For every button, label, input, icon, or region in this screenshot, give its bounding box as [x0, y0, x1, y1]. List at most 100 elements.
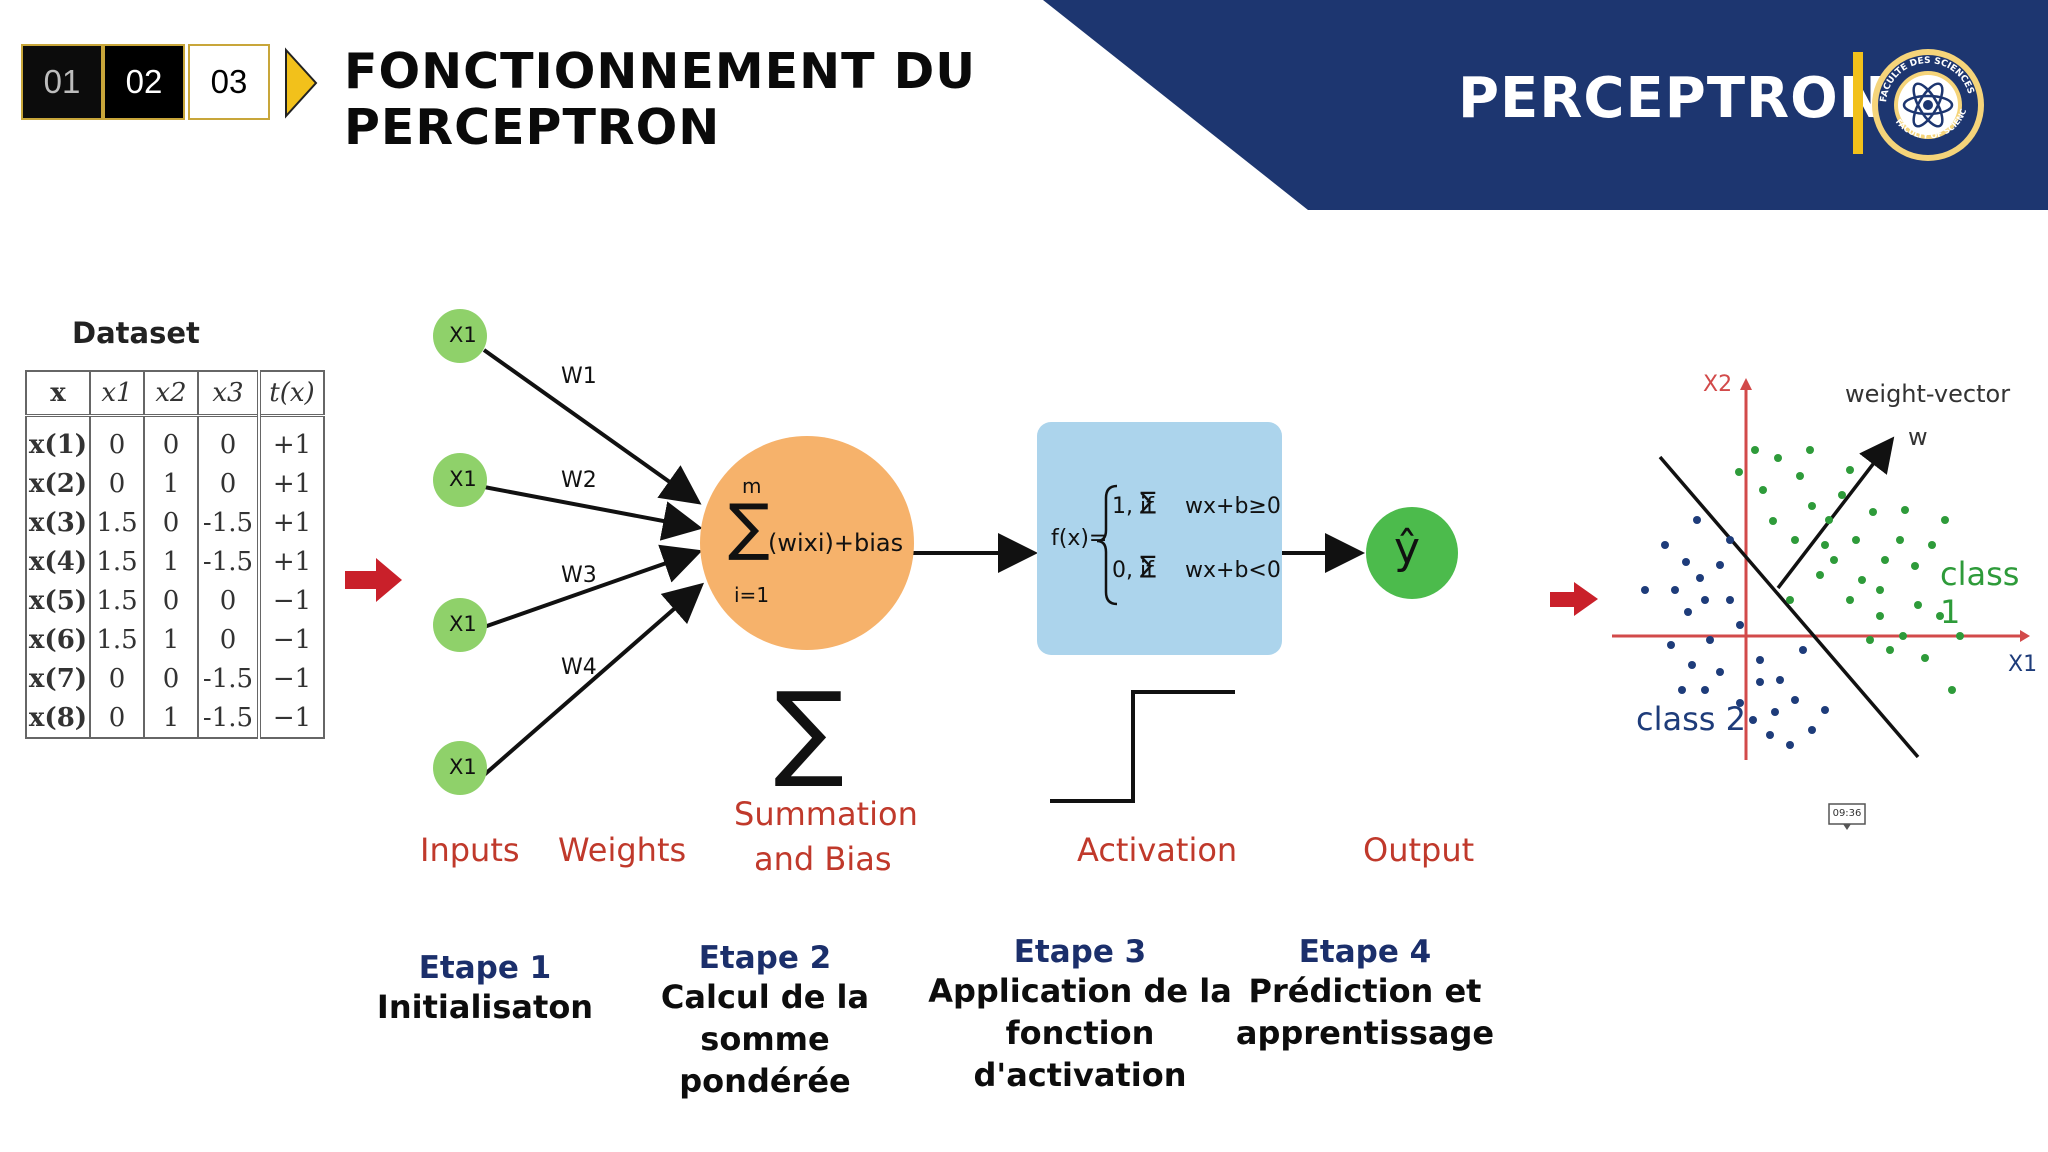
scatter-dot	[1796, 472, 1804, 480]
scatter-dot	[1846, 596, 1854, 604]
header-banner	[1043, 0, 2048, 210]
weight-vector-arrow	[1776, 436, 1895, 590]
scatter-dot	[1921, 654, 1929, 662]
scatter-dot	[1852, 536, 1860, 544]
activation-case2-rule: wx+b<0	[1185, 558, 1281, 583]
activation-sigma-icon: ∑	[1140, 487, 1156, 515]
table-row: x(4) 1.5 1 -1.5 +1	[25, 542, 325, 581]
scatter-dot	[1769, 517, 1777, 525]
dataset-cell: 1	[143, 698, 199, 739]
timestamp-badge	[1828, 803, 1866, 830]
scatter-dot	[1696, 574, 1704, 582]
x1-axis-label: X1	[2008, 652, 2038, 677]
class1-label: class 1	[1940, 555, 2020, 631]
dataset-cell: 1.5	[89, 503, 145, 542]
scatter-dot	[1821, 541, 1829, 549]
scatter-dot	[1776, 676, 1784, 684]
red-arrow-icon	[345, 558, 402, 602]
dataset-cell: +1	[257, 464, 325, 503]
scatter-dot	[1693, 516, 1701, 524]
label-activation: Activation	[1077, 831, 1238, 869]
dataset-header-cell: x2	[143, 370, 199, 417]
dataset-cell: 0	[143, 503, 199, 542]
dataset-cell: −1	[257, 659, 325, 698]
scatter-dot	[1941, 516, 1949, 524]
scatter-dot	[1816, 571, 1824, 579]
big-sigma-icon: ∑	[774, 669, 845, 791]
label-and-bias: and Bias	[754, 840, 892, 878]
dataset-header-cell: x1	[89, 370, 145, 417]
dataset-cell: 1.5	[89, 620, 145, 659]
slide-tab-03[interactable]: 03	[188, 44, 270, 120]
dataset-cell: +1	[257, 542, 325, 581]
dataset-cell: 0	[89, 464, 145, 503]
input-node	[433, 453, 487, 507]
step-function-icon	[1050, 690, 1235, 803]
dataset-cell: x(7)	[25, 659, 91, 698]
step-3: Etape 3 Application de la fonction d'act…	[920, 934, 1240, 1096]
step-2: Etape 2 Calcul de la somme pondérée	[625, 940, 905, 1102]
scatter-dot	[1956, 632, 1964, 640]
dataset-cell: x(2)	[25, 464, 91, 503]
class2-points	[1641, 516, 1829, 749]
banner-accent-bar	[1853, 52, 1863, 154]
scatter-dot	[1701, 686, 1709, 694]
dataset-cell: 0	[89, 659, 145, 698]
dataset-cell: x(4)	[25, 542, 91, 581]
class1-points	[1735, 446, 1964, 694]
scatter-dot	[1786, 741, 1794, 749]
x2-axis-label: X2	[1703, 372, 1733, 397]
weight-arrow	[482, 582, 705, 777]
dataset-cell: x(8)	[25, 698, 91, 739]
dataset-title: Dataset	[72, 316, 200, 350]
slide-tab-01[interactable]: 01	[21, 44, 103, 120]
dataset-cell: 0	[197, 464, 260, 503]
dataset-header-cell: t(x)	[257, 370, 325, 417]
scatter-dot	[1825, 516, 1833, 524]
scatter-dot	[1899, 632, 1907, 640]
input-node	[433, 741, 487, 795]
scatter-dot	[1876, 586, 1884, 594]
play-arrow-icon	[285, 47, 318, 119]
scatter-dot	[1751, 446, 1759, 454]
scatter-dot	[1688, 661, 1696, 669]
activation-lhs: f(x)=	[1051, 526, 1108, 551]
sum-lower-limit: i=1	[734, 583, 770, 607]
dataset-cell: -1.5	[197, 659, 260, 698]
weight-label: W1	[561, 364, 597, 389]
dataset-cell: -1.5	[197, 542, 260, 581]
activation-sigma-icon: ∑	[1140, 551, 1156, 579]
step-title: Etape 2	[698, 940, 832, 976]
dataset-cell: -1.5	[197, 698, 260, 739]
activation-box	[1037, 422, 1282, 655]
scatter-dot	[1759, 486, 1767, 494]
dataset-cell: −1	[257, 581, 325, 620]
scatter-dot	[1869, 508, 1877, 516]
scatter-dot	[1736, 699, 1744, 707]
dataset-cell: 0	[143, 414, 199, 464]
scatter-dot	[1886, 646, 1894, 654]
scatter-dot	[1808, 726, 1816, 734]
sum-expression: (wixi)+bias	[768, 529, 904, 557]
scatter-dot	[1791, 536, 1799, 544]
sigma-icon: ∑	[728, 490, 770, 563]
table-row: x(2) 0 1 0 +1	[25, 464, 325, 503]
scatter-dot	[1791, 696, 1799, 704]
table-row: x(1) 0 0 0 +1	[25, 414, 325, 464]
table-row: x(8) 0 1 -1.5 −1	[25, 698, 325, 739]
scatter-dot	[1914, 601, 1922, 609]
weight-label: W3	[561, 563, 597, 588]
label-summation: Summation	[734, 795, 918, 833]
scatter-dot	[1928, 541, 1936, 549]
scatter-dot	[1735, 468, 1743, 476]
scatter-dot	[1896, 536, 1904, 544]
class2-label: class 2	[1636, 700, 1746, 738]
scatter-dot	[1706, 636, 1714, 644]
slide-tab-02[interactable]: 02	[103, 44, 185, 120]
dataset-cell: 1	[143, 464, 199, 503]
input-node-label: X1	[449, 612, 477, 636]
scatter-dot	[1661, 541, 1669, 549]
activation-case2-condition: 0, if	[1112, 558, 1154, 583]
dataset-header-row: x x1 x2 x3 t(x)	[25, 370, 325, 417]
